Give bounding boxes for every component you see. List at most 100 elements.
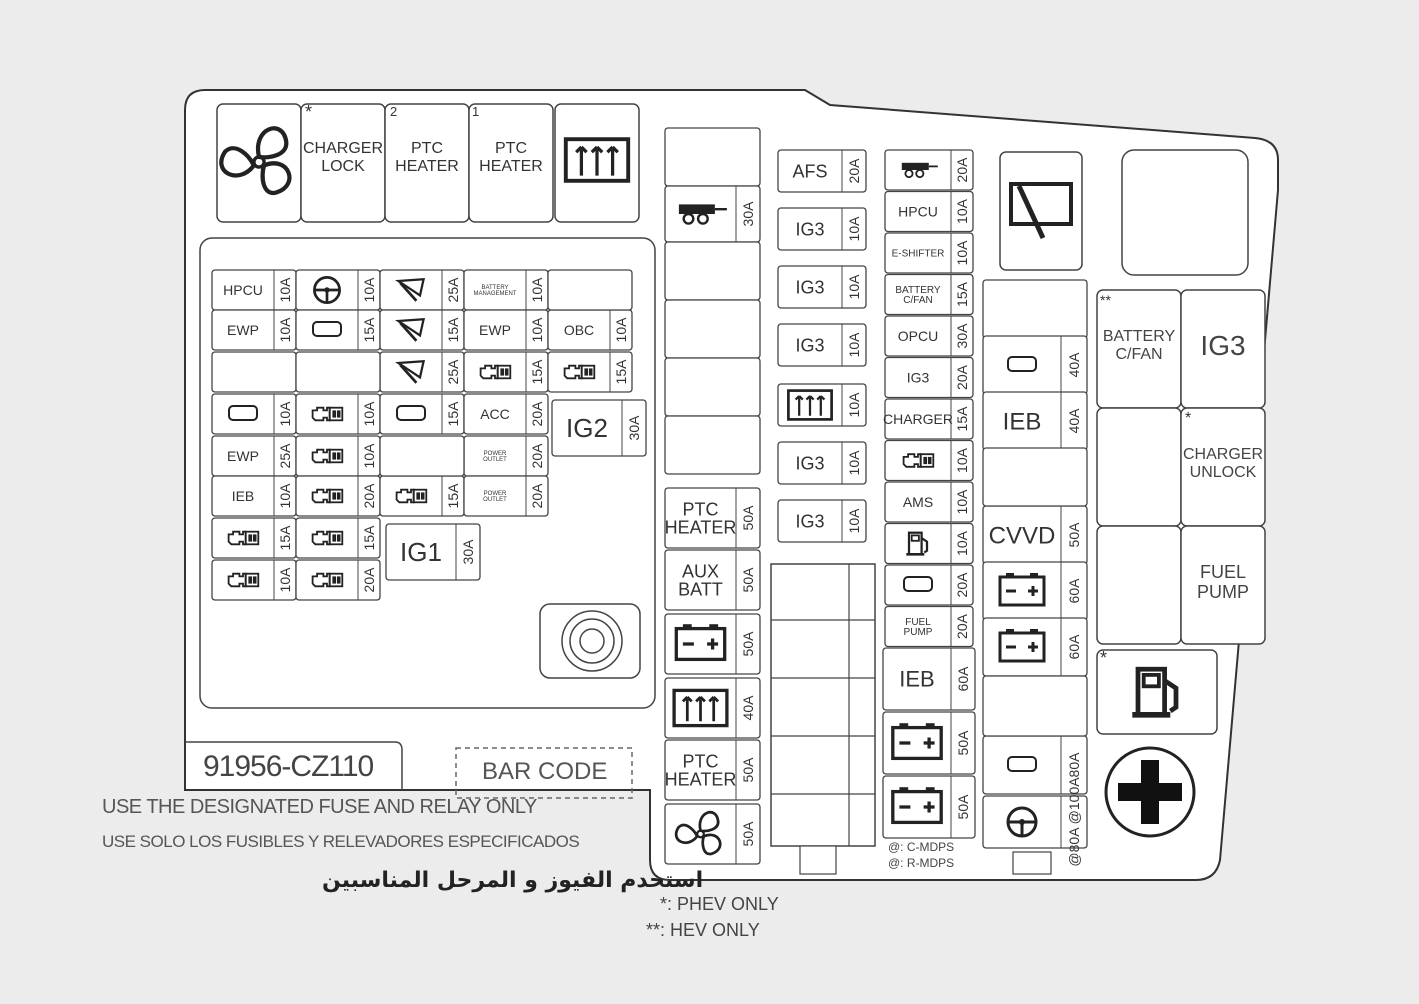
fuse-amperage: 50A — [740, 757, 756, 783]
fuse: 15A — [379, 393, 465, 435]
fuse-amperage: 10A — [954, 447, 970, 473]
4wd-icon — [903, 576, 933, 592]
fuse-label-part: OUTLET — [483, 457, 507, 463]
fuse-label: E-SHIFTER — [892, 249, 945, 260]
fuse-label-part: PTC — [683, 751, 719, 771]
fuse-amperage: 20A — [529, 401, 545, 427]
fuse: @80A @100A — [982, 777, 1088, 867]
fuse-amperage: 20A — [846, 158, 862, 184]
fuse-amperage: 10A — [361, 277, 377, 303]
fuse-amperage: 25A — [445, 277, 461, 303]
headlamp-icon — [312, 321, 342, 337]
fuse-label: IG3 — [795, 335, 824, 355]
car-sensor-icon — [228, 405, 258, 421]
fuse-amperage: 50A — [740, 631, 756, 657]
fuse-label: CVVD — [989, 522, 1056, 549]
fuse-amperage: 10A — [277, 401, 293, 427]
relay-label-ptc-heater-1: PTC HEATER — [479, 140, 543, 175]
mdps-note-r: @: R-MDPS — [888, 856, 955, 870]
fuse-amperage: 10A — [846, 392, 862, 418]
fuse-amperage: 15A — [361, 317, 377, 343]
fuse-label: CHARGER — [883, 411, 953, 427]
fuse-amperage: 40A — [1066, 352, 1082, 378]
notice-english: USE THE DESIGNATED FUSE AND RELAY ONLY — [102, 796, 537, 818]
fuse-label: EWP — [227, 448, 259, 464]
fuse-amperage: 15A — [613, 359, 629, 385]
fuse-label: OPCU — [898, 328, 938, 344]
right-relays: ** * * — [1096, 289, 1266, 735]
fuse-amperage: 15A — [445, 483, 461, 509]
fuse-amperage: 50A — [740, 505, 756, 531]
fuse-amperage: 20A — [954, 613, 970, 639]
fuse: 10A — [884, 439, 974, 482]
top-relays: * 2 1 — [216, 102, 640, 223]
ignition-battery-icon — [1007, 756, 1037, 772]
fuse-amperage: 30A — [740, 201, 756, 227]
relay-mark: * — [1100, 648, 1107, 668]
fuse-amperage: 80A — [1066, 752, 1082, 778]
fuse: 40A — [982, 335, 1088, 395]
bolt-terminal — [539, 603, 641, 679]
fuse: EWP 25A — [211, 435, 297, 477]
fuse-amperage: 25A — [277, 443, 293, 469]
fuse-amperage: 15A — [954, 406, 970, 432]
fuse-amperage: 10A — [277, 567, 293, 593]
fuse-label-part: HEATER — [665, 769, 737, 789]
fuse-label: AMS — [903, 494, 933, 510]
fuse-amperage: 40A — [740, 695, 756, 721]
fuse-label: IG3 — [795, 453, 824, 473]
legend-hev: **: HEV ONLY — [646, 920, 760, 940]
fuse-label: ACC — [480, 406, 510, 422]
fuse: ACC 20A — [463, 393, 549, 435]
fuse-label-part: PUMP — [904, 627, 933, 638]
fuse-amperage: 10A — [361, 443, 377, 469]
fuse-amperage: 50A — [1066, 522, 1082, 548]
fuse-label-part: OUTLET — [483, 497, 507, 503]
fuse-amperage: 10A — [529, 277, 545, 303]
fuse-amperage: 15A — [361, 525, 377, 551]
fuse: 60A — [982, 561, 1088, 621]
fuse: 80A — [982, 735, 1088, 795]
fuse: 15A — [547, 351, 633, 393]
fuse-amperage: 60A — [1066, 634, 1082, 660]
relay-mark: * — [1185, 410, 1191, 427]
fuse-amperage: @80A @100A — [1066, 777, 1082, 867]
fuse-label: IEB — [232, 488, 255, 504]
fuse-amperage: 60A — [1066, 578, 1082, 604]
fuse: 10A — [211, 559, 297, 601]
legend-phev: *: PHEV ONLY — [660, 894, 779, 914]
relay-num: 1 — [472, 104, 479, 119]
fuse: 20A — [295, 475, 381, 517]
fuse-label: IG3 — [795, 219, 824, 239]
mdps-note-c: @: C-MDPS — [888, 840, 955, 854]
fuse-amperage: 10A — [954, 240, 970, 266]
relay-label-ptc-heater-2: PTC HEATER — [395, 140, 459, 175]
fuse: 10A — [295, 393, 381, 435]
fuse-label: IG2 — [566, 413, 608, 443]
fuse-label-part: BATT — [678, 579, 723, 599]
fuse-label-part: C/FAN — [903, 295, 932, 306]
fuse-amperage: 10A — [277, 277, 293, 303]
relay-label-charger-unlock: CHARGER UNLOCK — [1182, 446, 1263, 481]
fuse-label-part: POWER — [484, 491, 507, 497]
fuse: 20A — [884, 149, 974, 191]
fuse-label-part: HEATER — [665, 517, 737, 537]
fuse-amperage: 50A — [955, 730, 971, 756]
fuse: 25A — [379, 351, 465, 393]
fuse-label: AFS — [792, 161, 827, 181]
